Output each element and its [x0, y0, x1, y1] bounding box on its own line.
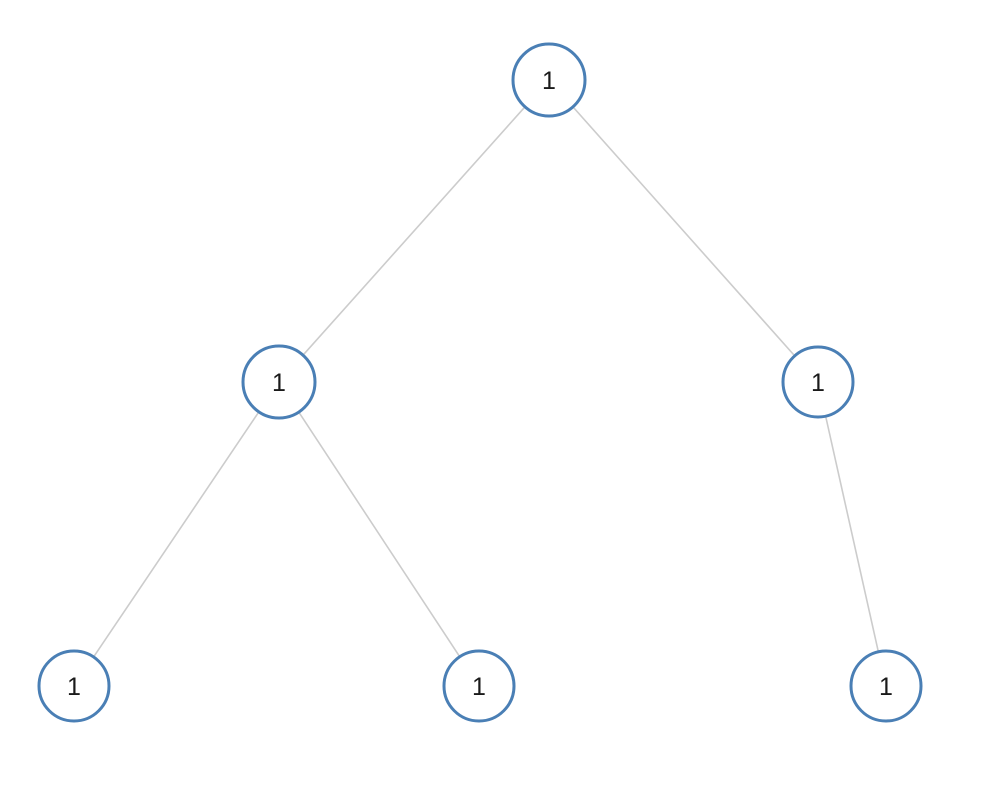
tree-node-circle[interactable]	[781, 345, 855, 419]
tree-edge-root-right	[572, 106, 795, 356]
tree-node-label: 1	[472, 673, 486, 701]
tree-node-root[interactable]: 1	[511, 42, 587, 118]
tree-node-label: 1	[542, 67, 556, 95]
tree-node-leaf-b[interactable]: 1	[442, 649, 516, 723]
tree-node-label: 1	[811, 369, 825, 397]
tree-node-circle[interactable]	[511, 42, 587, 118]
edge-layer	[93, 106, 879, 657]
tree-node-right[interactable]: 1	[781, 345, 855, 419]
tree-node-label: 1	[272, 369, 286, 397]
tree-edge-root-left	[302, 106, 526, 356]
tree-edge-left-leaf-a	[93, 411, 260, 657]
node-layer: 1 1 1 1 1 1	[37, 42, 923, 723]
tree-node-circle[interactable]	[241, 344, 317, 420]
tree-node-leaf-a[interactable]: 1	[37, 649, 111, 723]
tree-node-leaf-c[interactable]: 1	[849, 649, 923, 723]
tree-node-circle[interactable]	[442, 649, 516, 723]
tree-node-circle[interactable]	[37, 649, 111, 723]
tree-node-label: 1	[879, 673, 893, 701]
tree-node-label: 1	[67, 673, 81, 701]
tree-node-left[interactable]: 1	[241, 344, 317, 420]
tree-edge-right-leaf-c	[825, 416, 879, 652]
tree-edge-left-leaf-b	[298, 412, 461, 657]
tree-node-circle[interactable]	[849, 649, 923, 723]
